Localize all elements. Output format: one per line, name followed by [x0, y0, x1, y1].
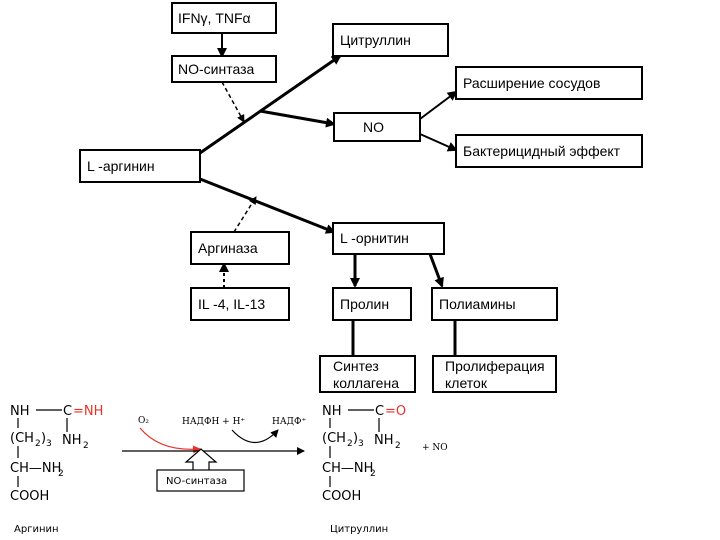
- citrulline-ch-nh2-sub: 2: [370, 469, 376, 479]
- arrow-arginine-to-citrulline: [199, 54, 342, 155]
- node-bactericidal: Бактерицидный эффект: [455, 134, 643, 168]
- arrow-no-to-bactericidal: [419, 133, 458, 152]
- citrulline-cooh: COOH: [322, 489, 361, 504]
- arrow-arginine-to-ornithine: [199, 177, 336, 234]
- arginine-c: C: [63, 404, 72, 419]
- node-no-label: NO: [363, 119, 384, 135]
- citrulline-ch2-sub2: 2: [347, 439, 353, 449]
- node-bactericidal-label: Бактерицидный эффект: [463, 143, 621, 159]
- citrulline-nh2: NH: [374, 433, 394, 448]
- node-cell-proliferation: Пролиферация клеток: [432, 355, 557, 393]
- citrulline-carbonyl: =O: [385, 404, 406, 419]
- node-inducers-top-label: IFNγ, TNFα: [178, 10, 251, 26]
- arginine-nh2-sub: 2: [83, 441, 89, 451]
- citrulline-structure: NH C =O (CH 2 ) 3 NH 2 CH—NH 2 COOH: [322, 404, 406, 504]
- node-vasodilation-label: Расширение сосудов: [463, 75, 600, 91]
- oxygen-label: O₂: [138, 416, 149, 426]
- enzyme-label: NO-синтаза: [166, 476, 227, 487]
- pathway-arrows: [199, 33, 458, 356]
- node-polyamines-label: Полиамины: [439, 296, 516, 312]
- enzyme-hollow-arrow: [184, 448, 218, 470]
- svg-text:): ): [41, 431, 46, 446]
- node-collagen-line1: Синтез: [333, 358, 379, 374]
- node-proline-label: Пролин: [340, 296, 389, 312]
- node-inducers-bottom: IL -4, IL-13: [190, 287, 290, 321]
- node-arginase-label: Аргиназа: [198, 240, 258, 256]
- arginine-caption: Аргинин: [14, 524, 59, 535]
- arginine-ch-nh2: CH—NH: [10, 461, 61, 476]
- arginine-structure: NH C =NH (CH 2 ) 3 NH 2 CH—NH 2 COOH: [10, 404, 103, 504]
- node-arginase: Аргиназа: [190, 231, 290, 265]
- citrulline-caption: Цитруллин: [330, 524, 388, 535]
- arginine-cooh: COOH: [10, 489, 49, 504]
- node-inducers-top: IFNγ, TNFα: [171, 2, 277, 34]
- citrulline-nh2-sub: 2: [395, 441, 401, 451]
- node-citrulline: Цитруллин: [332, 23, 449, 57]
- arginine-nh2: NH: [62, 433, 82, 448]
- plus-no-label: + NO: [422, 443, 448, 453]
- node-l-ornithine-label: L -орнитин: [340, 230, 409, 246]
- node-collagen-synthesis: Синтез коллагена: [319, 355, 416, 393]
- citrulline-nh: NH: [322, 404, 342, 419]
- arrow-to-no: [259, 109, 336, 128]
- arrow-nos-activation: [221, 81, 245, 123]
- svg-text:): ): [353, 431, 358, 446]
- nadph-in-label: НАДФН + Н⁺: [182, 417, 245, 427]
- arginine-ch2-sub3: 3: [46, 439, 52, 449]
- arginine-nh: NH: [10, 404, 30, 419]
- arrow-ornithine-to-polyamines: [428, 253, 444, 288]
- node-l-arginine: L -аргинин: [79, 149, 201, 183]
- reaction-arrow-block: O₂ НАДФН + Н⁺ НАДФ⁺ NO-синтаза: [122, 416, 306, 492]
- arginine-ch2-sub2: 2: [35, 439, 41, 449]
- node-no-synthase: NO-синтаза: [171, 55, 277, 83]
- node-polyamines: Полиамины: [431, 287, 558, 321]
- node-no: NO: [333, 112, 421, 142]
- nadph-out-label: НАДФ⁺: [272, 417, 306, 427]
- arginine-imine: =NH: [73, 404, 103, 419]
- node-l-ornithine: L -орнитин: [332, 222, 445, 255]
- citrulline-c: C: [375, 404, 384, 419]
- arginine-ch-nh2-sub: 2: [58, 469, 64, 479]
- node-collagen-line2: коллагена: [333, 375, 399, 391]
- node-l-arginine-label: L -аргинин: [87, 158, 155, 174]
- arrow-no-to-vasodilation: [419, 90, 458, 120]
- citrulline-ch-nh2: CH—NH: [322, 461, 373, 476]
- arginine-ch2-chain: (CH: [10, 431, 34, 446]
- node-no-synthase-label: NO-синтаза: [178, 61, 255, 77]
- citrulline-ch2-sub3: 3: [358, 439, 364, 449]
- arrow-arginase-activation: [233, 196, 257, 233]
- node-inducers-bottom-label: IL -4, IL-13: [198, 296, 265, 312]
- node-proline: Пролин: [332, 287, 412, 321]
- node-vasodilation: Расширение сосудов: [455, 66, 643, 100]
- node-proliferation-line2: клеток: [445, 375, 488, 391]
- node-citrulline-label: Цитруллин: [340, 32, 411, 48]
- node-proliferation-line1: Пролиферация: [445, 358, 545, 374]
- citrulline-ch2-chain: (CH: [322, 431, 346, 446]
